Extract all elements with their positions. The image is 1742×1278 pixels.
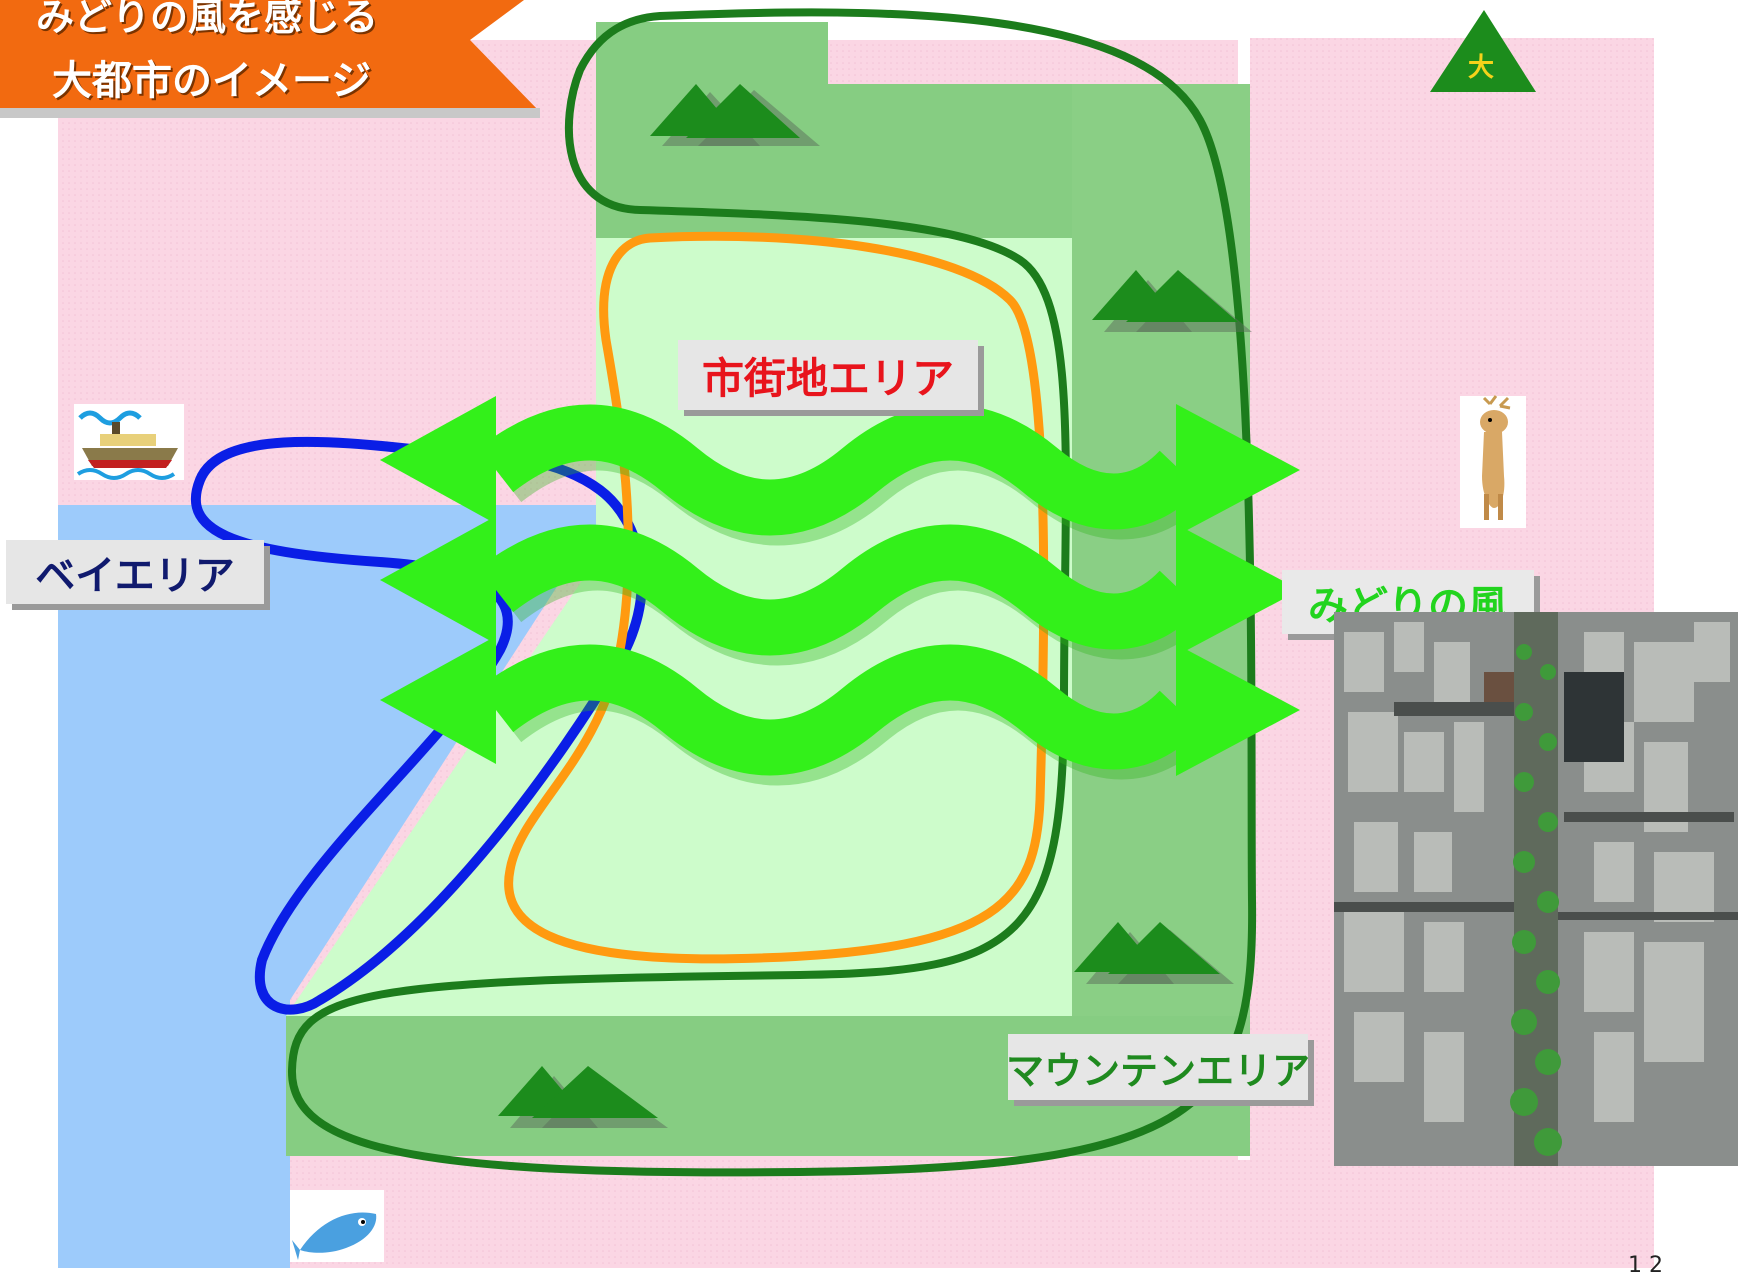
mountain-icon [498, 1066, 668, 1128]
mountain-icon [650, 84, 820, 146]
deer-icon [1460, 395, 1526, 528]
city-area-label: 市街地エリア [678, 340, 978, 410]
wind-arrow [380, 636, 1300, 786]
svg-text:大: 大 [1468, 53, 1494, 83]
wind-arrow [380, 396, 1300, 546]
osaka-mark-icon: 大 [1430, 10, 1536, 92]
title-banner: みどりの風を感じる 大都市のイメージ [0, 0, 540, 118]
title-line-2: 大都市のイメージ [52, 58, 372, 104]
page-number: 1 2 [1628, 1253, 1663, 1278]
aerial-city-photo [1334, 612, 1738, 1166]
mountain-icon [1092, 270, 1252, 332]
fish-icon [290, 1190, 384, 1262]
aerial-city-photo-graphic [1334, 612, 1738, 1166]
wind-arrow [380, 516, 1300, 666]
mountain-loop [287, 8, 1257, 1177]
green-wind-arrows [380, 396, 1300, 786]
mountain-icon [1074, 922, 1234, 984]
bay-area-label: ベイエリア [6, 540, 264, 604]
title-line-1: みどりの風を感じる [36, 0, 379, 39]
city-loop [504, 231, 1049, 964]
land-background-bottom [280, 1160, 1654, 1268]
ship-icon [74, 404, 184, 480]
mountain-area-label: マウンテンエリア [1006, 1034, 1310, 1100]
title-banner-shape [0, 0, 540, 118]
